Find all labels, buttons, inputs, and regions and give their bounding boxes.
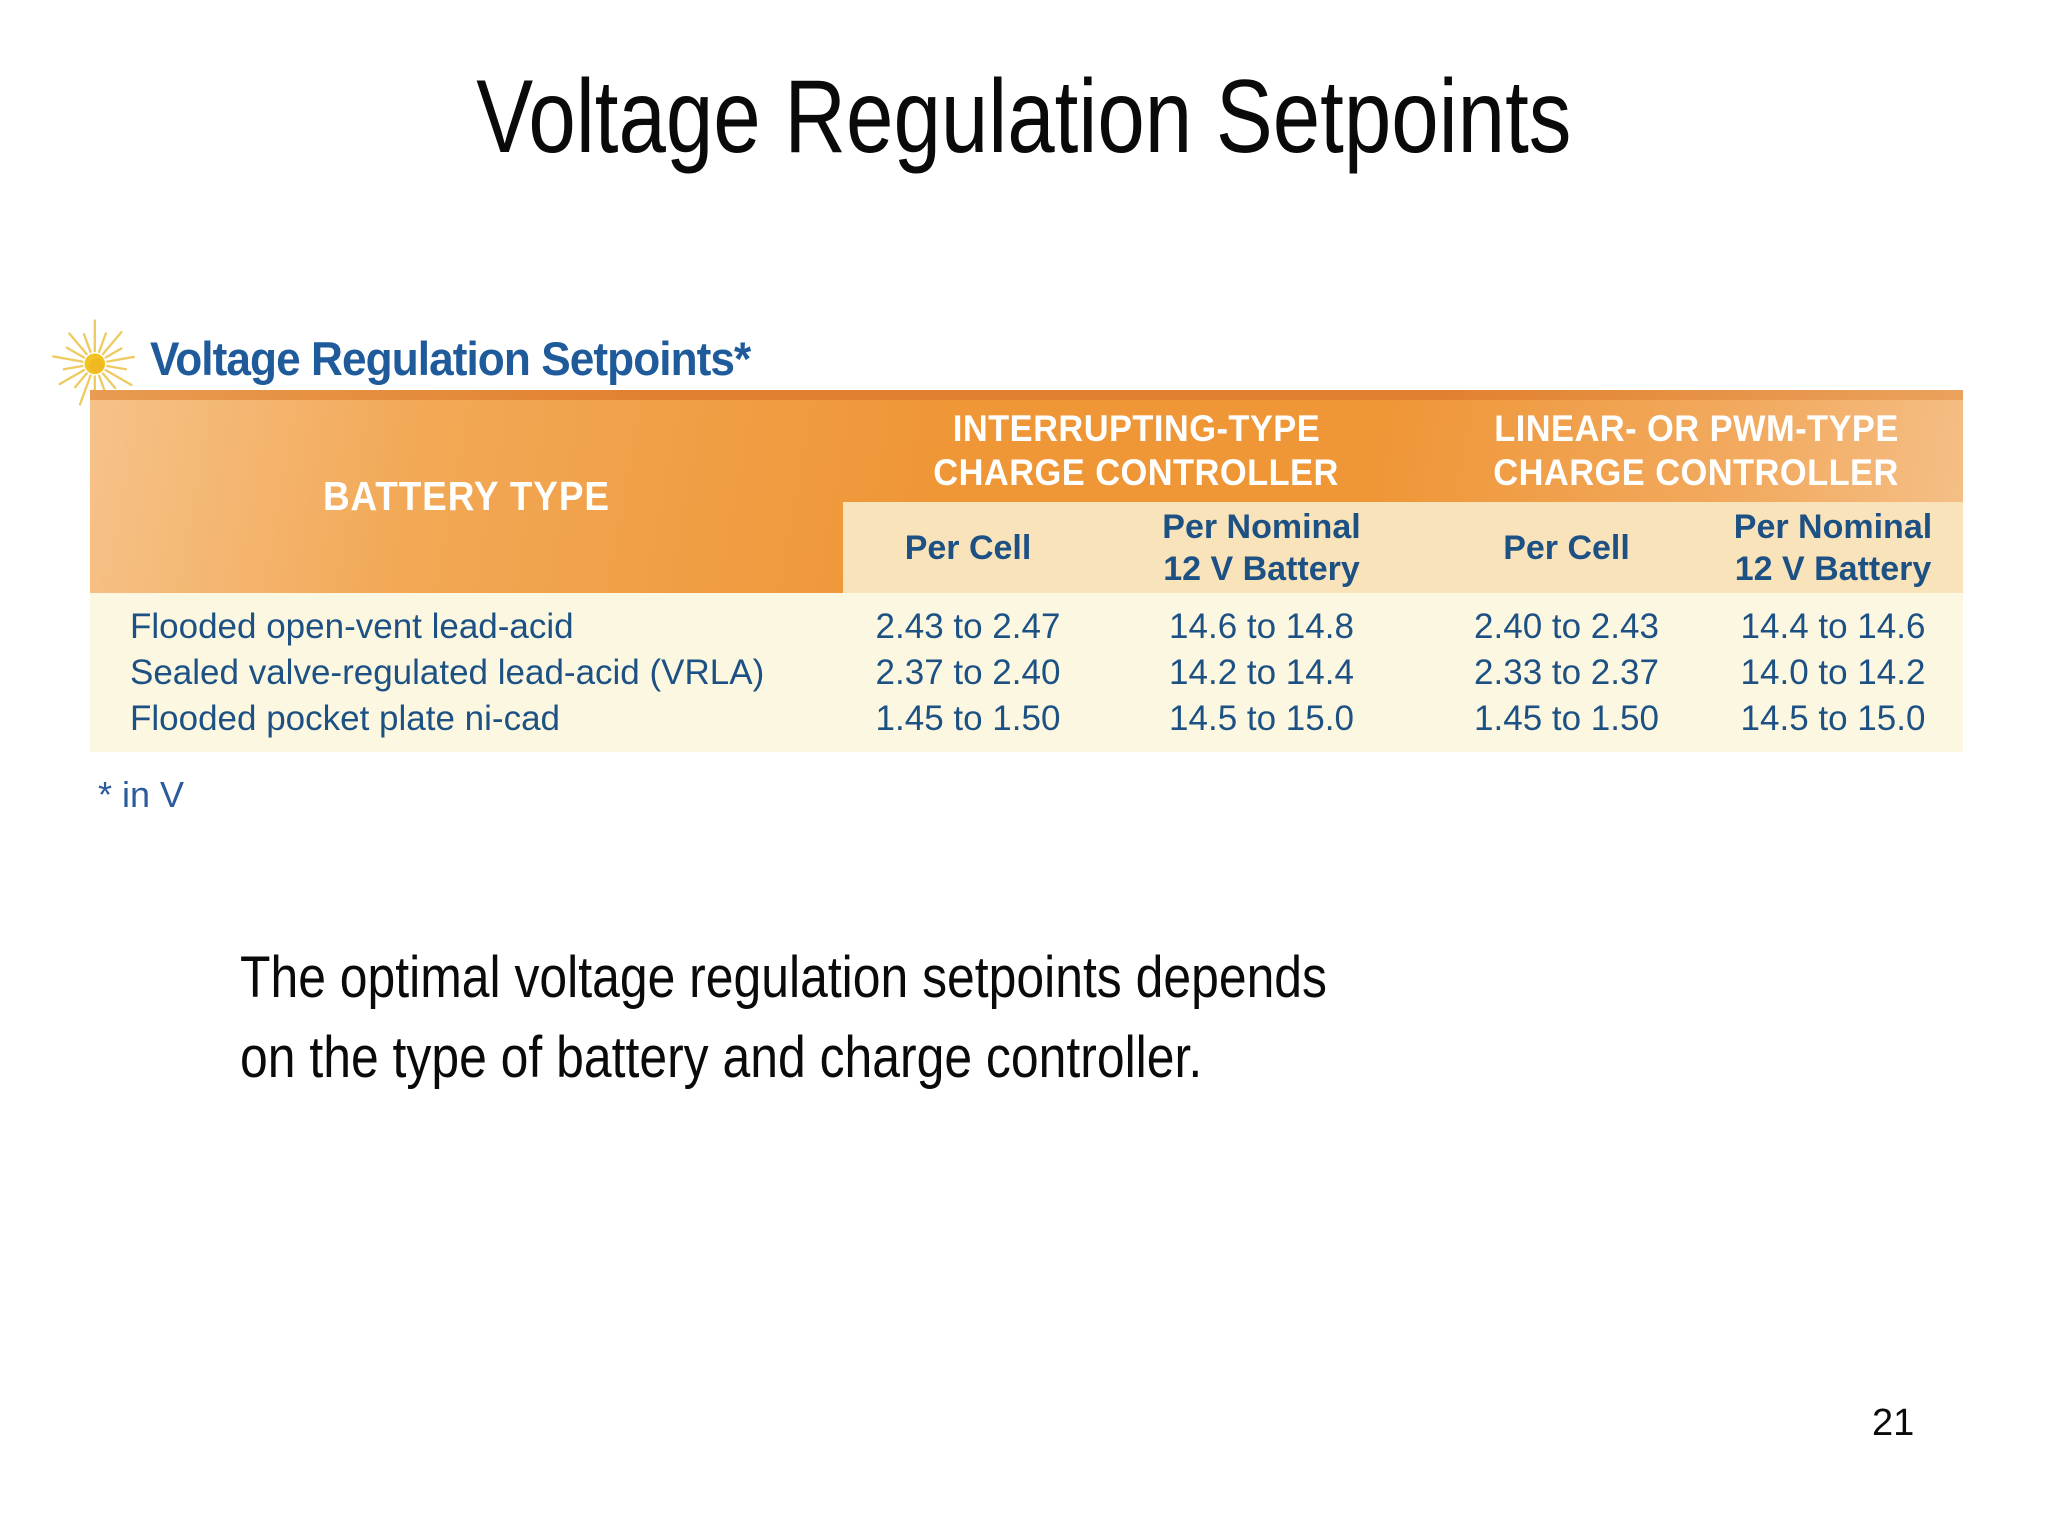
figure-heading: Voltage Regulation Setpoints* [150,331,789,386]
battery-type-header-cell: BATTERY TYPE [90,400,843,593]
sun-icon [51,319,135,406]
subheader-row: Per Cell Per Nominal 12 V Battery Per Ce… [843,502,1963,593]
value-cell: 14.4 to 14.6 [1740,607,1926,646]
body-text: The optimal voltage regulation setpoints… [240,938,1504,1098]
table-row: Sealed valve-regulated lead-acid (VRLA) … [90,650,1963,696]
table-row: Flooded pocket plate ni-cad 1.45 to 1.50… [90,696,1963,742]
subheader-per-cell-2: Per Cell [1503,528,1630,567]
subheader-per-cell-1: Per Cell [904,528,1032,567]
value-cell: 14.0 to 14.2 [1740,653,1926,692]
table-header: BATTERY TYPE INTERRUPTING-TYPE CHARGE CO… [90,400,1963,593]
footnote: * in V [98,774,185,815]
table-top-strip [90,390,1963,400]
figure-heading-text: Voltage Regulation Setpoints* [150,332,751,385]
value-cell: 14.2 to 14.4 [1169,653,1354,692]
value-cell: 2.37 to 2.40 [875,653,1061,692]
group-header-row: INTERRUPTING-TYPE CHARGE CONTROLLER LINE… [843,400,1963,502]
value-cell: 14.5 to 15.0 [1169,699,1354,738]
battery-type-cell: Flooded pocket plate ni-cad [130,699,560,738]
page-number: 21 [1872,1402,1915,1444]
battery-type-cell: Flooded open-vent lead-acid [130,607,574,646]
body-line: The optimal voltage regulation setpoints… [240,945,1327,1010]
group-header-linear-pwm: LINEAR- OR PWM-TYPE CHARGE CONTROLLER [1493,408,1900,493]
setpoints-table: BATTERY TYPE INTERRUPTING-TYPE CHARGE CO… [90,390,1963,762]
value-cell: 14.5 to 15.0 [1740,699,1926,738]
group-header-interrupting: INTERRUPTING-TYPE CHARGE CONTROLLER [933,408,1340,493]
value-cell: 1.45 to 1.50 [875,699,1061,738]
table-body: Flooded open-vent lead-acid 2.43 to 2.47… [90,593,1963,752]
page-title: Voltage Regulation Setpoints [0,58,2048,177]
battery-type-header-label: BATTERY TYPE [323,473,610,519]
page-title-text: Voltage Regulation Setpoints [476,59,1572,175]
value-cell: 14.6 to 14.8 [1169,607,1354,646]
value-cell: 1.45 to 1.50 [1474,699,1659,738]
subheader-per-nominal-1: Per Nominal 12 V Battery [1162,507,1361,588]
subheader-per-nominal-2: Per Nominal 12 V Battery [1733,507,1933,588]
table-row: Flooded open-vent lead-acid 2.43 to 2.47… [90,604,1963,650]
value-cell: 2.40 to 2.43 [1474,607,1659,646]
value-cell: 2.43 to 2.47 [875,607,1061,646]
body-line: on the type of battery and charge contro… [240,1025,1203,1090]
battery-type-cell: Sealed valve-regulated lead-acid (VRLA) [130,653,765,692]
value-cell: 2.33 to 2.37 [1474,653,1659,692]
